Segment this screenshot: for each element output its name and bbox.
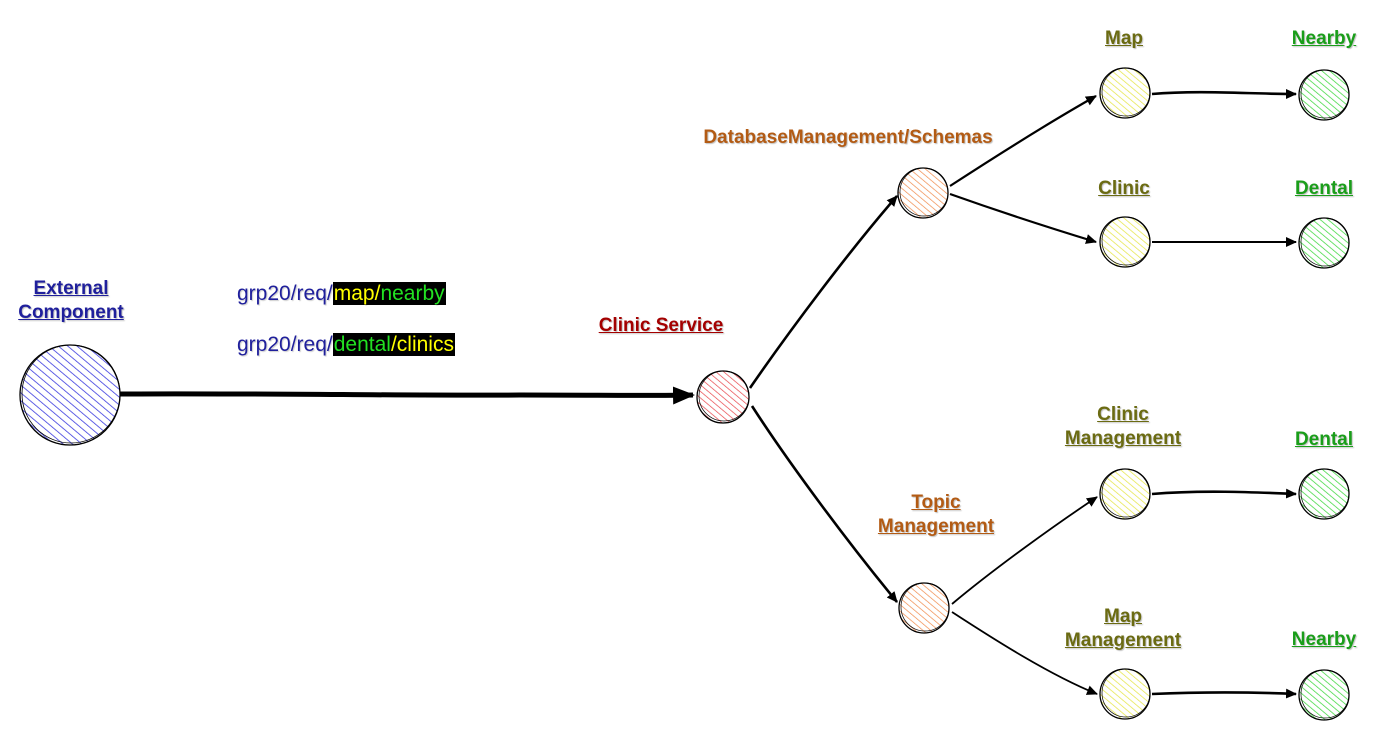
edge-map-mgmt-to-nearby	[1151, 688, 1297, 699]
edge-topic-mgmt-to-clinic-mgmt	[951, 496, 1098, 605]
topic-map-nearby: grp20/req/map/nearby	[237, 281, 446, 307]
label-clinic-service: Clinic Service	[598, 315, 724, 336]
node-clinic-service[interactable]	[696, 370, 750, 424]
edge-clinic-service-to-db-schemas	[748, 195, 898, 389]
node-clinic[interactable]	[1099, 216, 1151, 268]
label-clinic: Clinic	[1098, 178, 1150, 199]
node-map[interactable]	[1099, 67, 1151, 119]
nodes	[19, 67, 1350, 721]
topic-part-clinics: clinics	[396, 333, 454, 356]
label-map-mgmt-line1: Map	[1104, 606, 1142, 627]
node-dental-bottom[interactable]	[1298, 468, 1350, 520]
label-external-line2: Component	[18, 302, 124, 323]
topic-part-dental: dental	[333, 333, 391, 356]
node-clinic-management[interactable]	[1099, 468, 1151, 520]
edge-clinic-mgmt-to-dental	[1151, 488, 1297, 499]
node-map-management[interactable]	[1099, 668, 1151, 720]
node-db-schemas[interactable]	[897, 167, 949, 219]
node-nearby-bottom[interactable]	[1298, 669, 1350, 721]
edge-topic-mgmt-to-map-mgmt	[951, 611, 1098, 695]
label-clinic-mgmt-line2: Management	[1064, 428, 1182, 449]
topic-part-nearby: nearby	[380, 282, 445, 305]
node-topic-management[interactable]	[898, 582, 950, 634]
label-topic-management: Topic Management	[861, 491, 1011, 539]
topic-prefix: grp20/req/	[237, 333, 333, 356]
label-nearby-bottom: Nearby	[1291, 629, 1357, 650]
node-dental-top[interactable]	[1298, 217, 1350, 269]
label-map-management: Map Management	[1048, 605, 1198, 653]
edge-db-schemas-to-map	[949, 95, 1097, 187]
label-db-schemas: DatabaseManagement/Schemas	[703, 127, 993, 148]
label-clinic-mgmt-line1: Clinic	[1097, 404, 1149, 425]
edges	[119, 88, 1297, 699]
label-topic-line2: Management	[877, 516, 995, 537]
edge-clinic-service-to-topic-mgmt	[750, 405, 899, 603]
label-map: Map	[1105, 28, 1143, 49]
topic-prefix: grp20/req/	[237, 282, 333, 305]
label-clinic-management: Clinic Management	[1048, 403, 1198, 451]
node-external-component[interactable]	[19, 344, 121, 446]
topic-highlight: map/nearby	[332, 282, 446, 305]
label-external-component: External Component	[6, 277, 136, 325]
topic-highlight: dental/clinics	[332, 333, 455, 356]
edge-map-to-nearby	[1151, 88, 1297, 99]
label-map-mgmt-line2: Management	[1064, 630, 1182, 651]
label-nearby-top: Nearby	[1291, 28, 1357, 49]
topic-separator: /	[374, 282, 381, 305]
label-topic-line1: Topic	[911, 492, 961, 513]
edge-db-schemas-to-clinic	[949, 192, 1097, 244]
label-external-line1: External	[33, 278, 109, 299]
node-nearby-top[interactable]	[1298, 69, 1350, 121]
label-dental-top: Dental	[1294, 178, 1354, 199]
edge-external-to-clinic-service	[119, 386, 695, 405]
label-dental-bottom: Dental	[1294, 429, 1354, 450]
topic-part-map: map	[333, 282, 375, 305]
topic-separator: /	[390, 333, 397, 356]
topic-dental-clinics: grp20/req/dental/clinics	[237, 332, 455, 358]
